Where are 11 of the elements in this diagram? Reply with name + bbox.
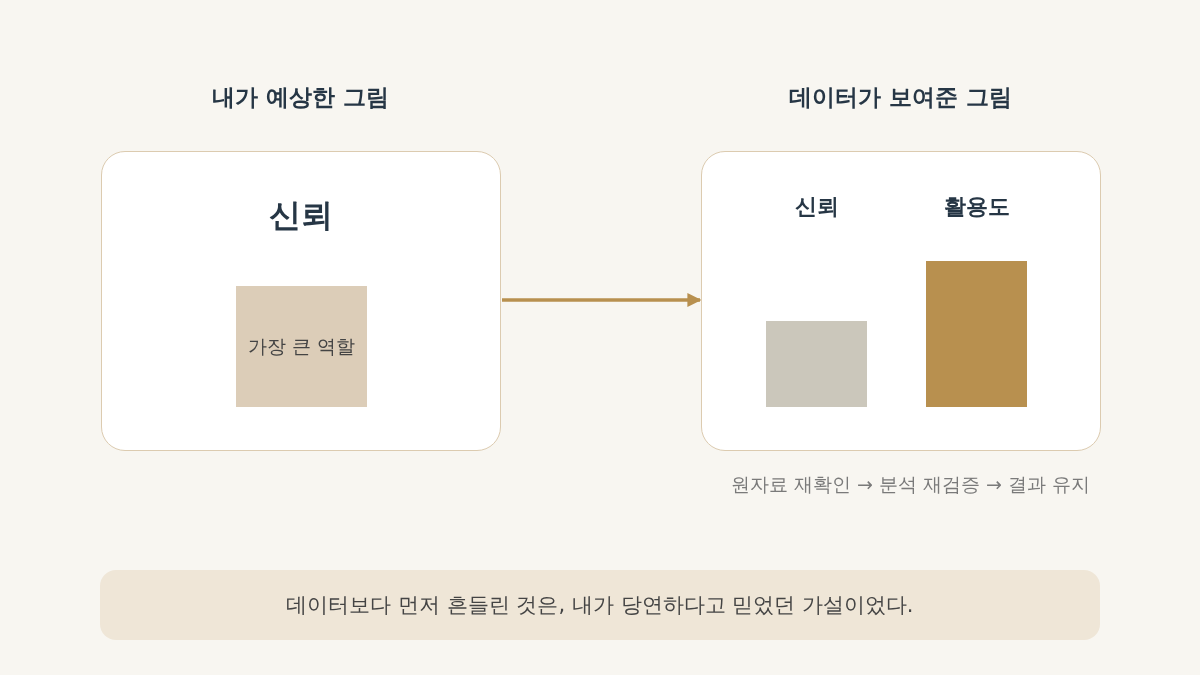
square-label: 가장 큰 역할 bbox=[247, 333, 356, 359]
conclusion-banner bbox=[100, 570, 1100, 640]
arrow bbox=[502, 293, 702, 307]
bar-label: 신뢰 bbox=[793, 193, 840, 221]
concept-label: 신뢰 bbox=[268, 195, 334, 236]
conclusion-text: 데이터보다 먼저 흔들린 것은, 내가 당연하다고 믿었던 가설이었다. bbox=[286, 592, 914, 619]
bar-label: 활용도 bbox=[942, 193, 1011, 221]
panel-heading: 내가 예상한 그림 bbox=[211, 83, 391, 112]
panel-heading: 데이터가 보여준 그림 bbox=[788, 83, 1014, 112]
process-caption: 원자료 재확인 → 분석 재검증 → 결과 유지 bbox=[730, 472, 1090, 497]
role-square bbox=[236, 286, 367, 407]
